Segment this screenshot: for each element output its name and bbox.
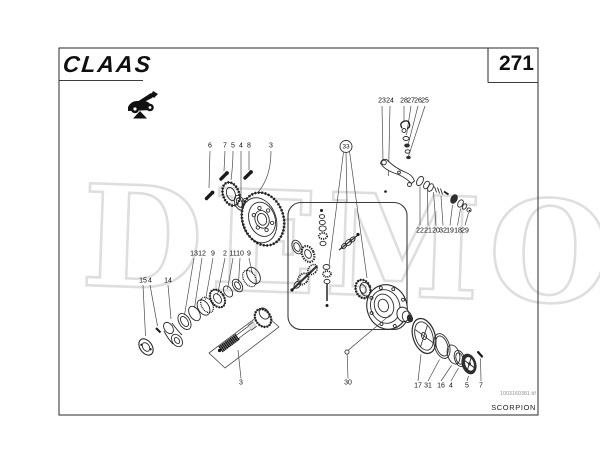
callout-3-pinion: 3 [239, 379, 243, 387]
side-gear-left [291, 239, 316, 264]
drain-leader-30 [344, 314, 391, 379]
page-frame [58, 47, 539, 416]
bolt-6 [204, 190, 215, 201]
callout-5b: 5 [465, 382, 469, 390]
callout-7b: 7 [479, 382, 483, 390]
bearing-9b [241, 266, 261, 288]
callout-30: 30 [344, 379, 352, 387]
pinion-head [253, 307, 273, 329]
callout-23: 23 [378, 97, 386, 105]
callout-9b: 9 [247, 250, 251, 258]
bevel-side-gear [354, 278, 372, 300]
callout-19: 19 [446, 227, 454, 235]
washer-27 [402, 136, 410, 141]
callout-13: 13 [190, 250, 198, 258]
callout-17: 17 [414, 382, 422, 390]
drawing-id: 1003160381.tif [500, 391, 536, 397]
callout-20: 20 [432, 227, 440, 235]
washer-20 [427, 183, 434, 192]
callout-32: 32 [439, 227, 447, 235]
page-number: 271 [498, 52, 534, 75]
spline-section [218, 333, 241, 353]
callout-4c: 4 [449, 382, 453, 390]
callout-25: 25 [421, 97, 429, 105]
callout-8: 8 [247, 142, 251, 150]
callout-29: 29 [461, 227, 469, 235]
triangle-marker [133, 111, 147, 119]
kit-box [287, 201, 408, 331]
snap-ring-16 [446, 343, 461, 365]
gear-2 [208, 288, 227, 309]
washer-18 [457, 199, 464, 208]
pinion-shaft-group [208, 307, 280, 379]
diff-pin-upper [317, 209, 329, 247]
ring-10 [231, 278, 244, 293]
callout-2: 2 [223, 250, 227, 258]
ring-11 [222, 285, 234, 298]
shift-fork-group [380, 105, 426, 193]
callout-10: 10 [236, 250, 244, 258]
spring-32 [434, 186, 443, 195]
callout-9a: 9 [211, 250, 215, 258]
callout-12: 12 [198, 250, 206, 258]
callout-16: 16 [437, 382, 445, 390]
callout-28: 28 [400, 97, 408, 105]
detent-parts-chain [416, 175, 472, 226]
clip-28 [400, 120, 411, 130]
screw-7 [477, 351, 484, 358]
o-ring-22 [416, 175, 424, 187]
diff-pin-diagonal [338, 232, 360, 251]
crown-wheel-3 [240, 191, 286, 247]
washer-13 [177, 313, 192, 330]
bearing-cap-5 [461, 353, 477, 375]
callout-5: 5 [231, 142, 235, 150]
callout-27: 27 [407, 97, 415, 105]
diff-pin-lower [322, 264, 332, 307]
ring-12 [188, 305, 201, 322]
plunger-19 [450, 194, 458, 204]
model-name: SCORPION [491, 403, 536, 412]
callout-15: 15 [139, 277, 147, 285]
callout-26: 26 [414, 97, 422, 105]
callout-3: 3 [269, 142, 273, 150]
bolt-8 [243, 170, 253, 180]
nut-26 [404, 143, 410, 148]
pin-4 [155, 327, 162, 334]
telehandler-icon [128, 91, 158, 119]
bearing-9a [196, 296, 215, 316]
spider-cross-shaft [290, 263, 319, 292]
output-seal-chain [411, 317, 484, 382]
bolt-7 [219, 171, 229, 181]
callout-18: 18 [454, 227, 462, 235]
cap-25 [406, 155, 411, 160]
callout-33: 33 [342, 143, 350, 150]
differential-kit-group [287, 140, 414, 331]
seal-disc-17 [411, 317, 437, 355]
callout-4: 4 [239, 142, 243, 150]
callout-14: 14 [164, 277, 172, 285]
demo-watermark: DEMO [79, 155, 600, 338]
fork-lever [380, 158, 416, 185]
callout-21: 21 [424, 227, 432, 235]
callout-6: 6 [208, 142, 212, 150]
ball-29 [466, 207, 472, 213]
callout-4b: 4 [148, 277, 152, 285]
callout-7: 7 [223, 142, 227, 150]
callout-22: 22 [416, 227, 424, 235]
callout-31: 31 [424, 382, 432, 390]
input-shaft-stack [138, 257, 261, 356]
yoke-14 [163, 321, 183, 348]
diff-housing [366, 284, 414, 330]
ring-31 [433, 333, 451, 359]
kit-outline [208, 311, 280, 369]
pin [443, 190, 449, 196]
hub-15 [138, 338, 154, 356]
crown-gear-cluster [204, 150, 286, 247]
callout-11: 11 [229, 250, 237, 258]
claas-logo: CLAAS [61, 51, 154, 77]
callout-24: 24 [386, 97, 394, 105]
drive-gear-5 [221, 181, 241, 207]
